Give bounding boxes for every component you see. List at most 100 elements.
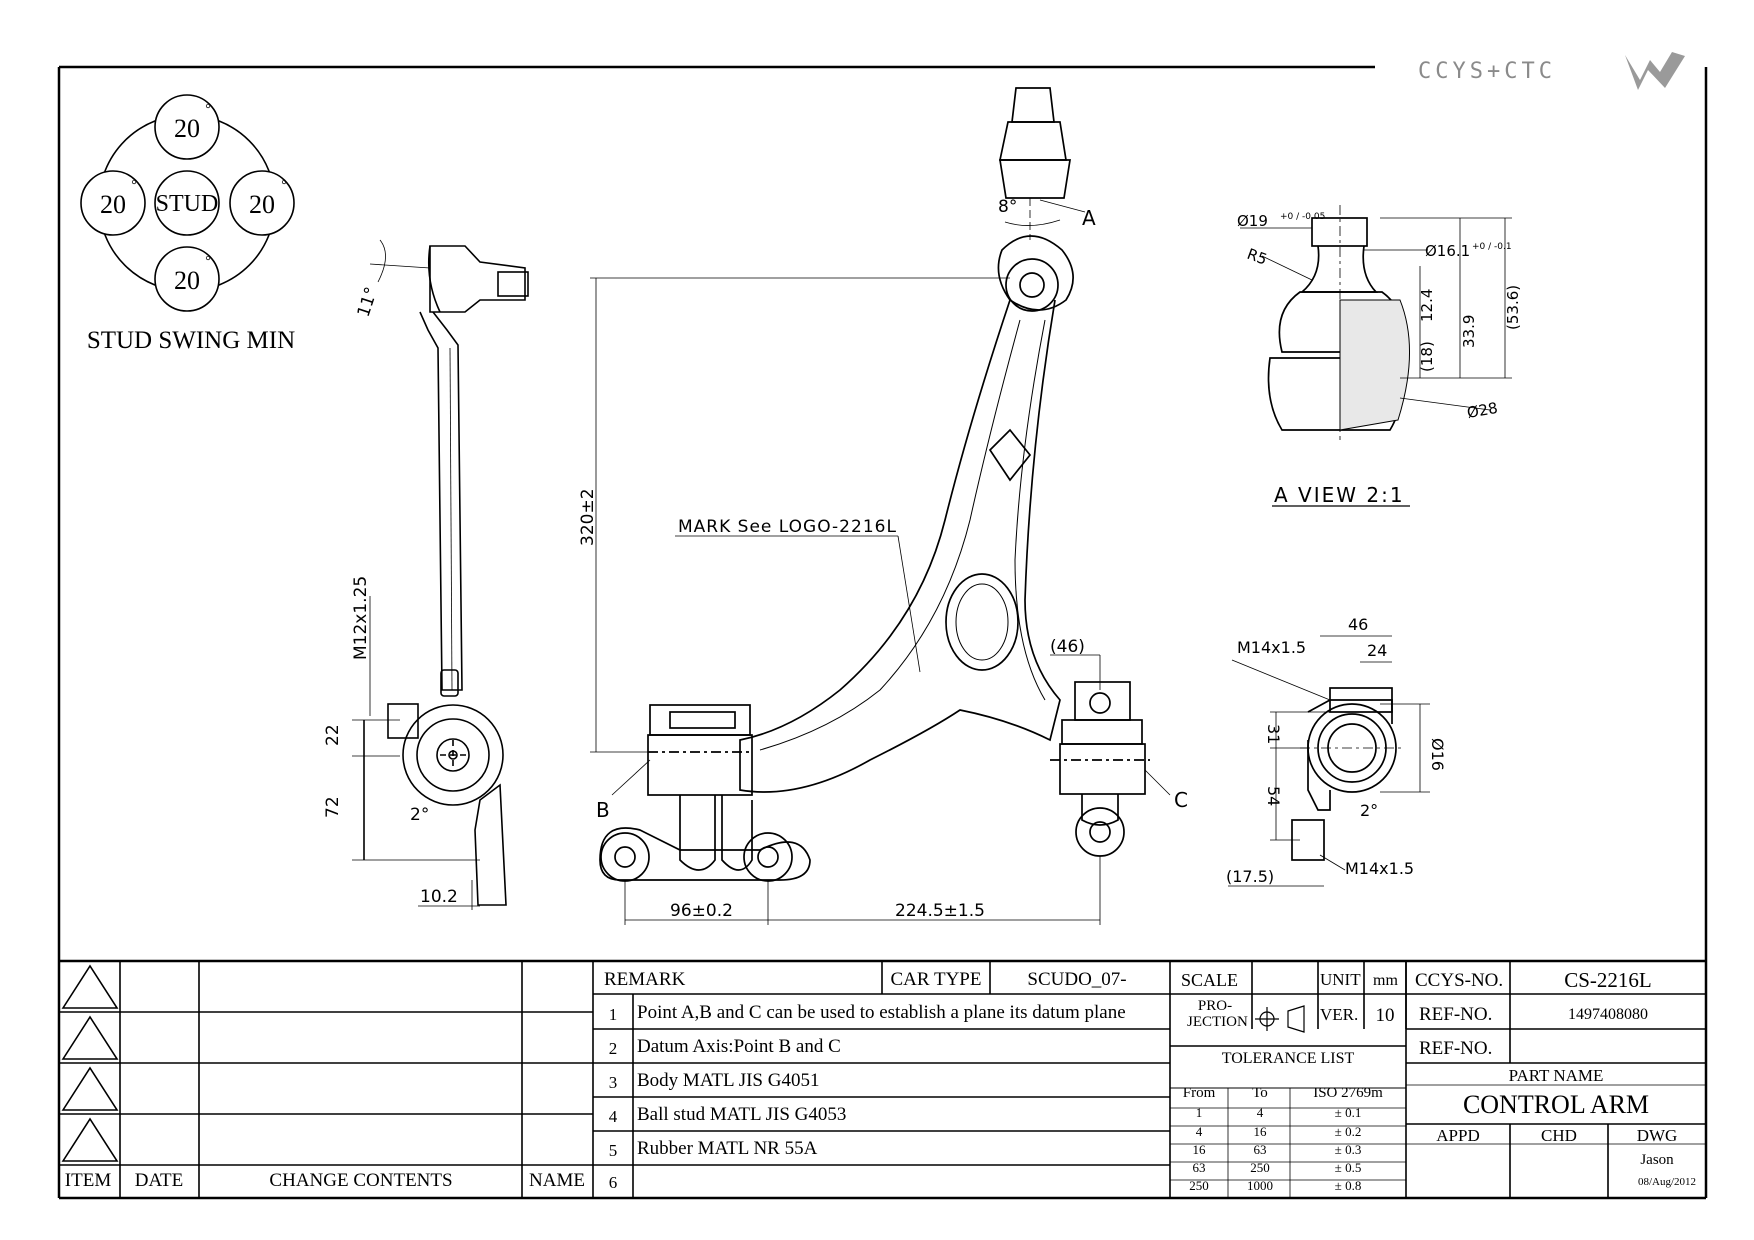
rev-header-name: NAME bbox=[529, 1170, 585, 1191]
side-dim-72: 72 bbox=[323, 796, 343, 818]
a-height-53-6: (53.6) bbox=[1504, 285, 1522, 330]
drawer-name: Jason bbox=[1640, 1152, 1674, 1168]
remark-text: Point A,B and C can be used to establish… bbox=[637, 1002, 1126, 1023]
a-view bbox=[1240, 205, 1512, 507]
point-c-label: C bbox=[1174, 788, 1188, 812]
tolerance-header-from: From bbox=[1182, 1085, 1216, 1101]
projection-icon bbox=[1255, 1005, 1305, 1033]
drawing-date: 08/Aug/2012 bbox=[1637, 1176, 1697, 1188]
a-dia-28: Ø28 bbox=[1466, 399, 1500, 422]
ver-value: 10 bbox=[1375, 1005, 1395, 1026]
swing-caption: STUD SWING MIN bbox=[87, 327, 295, 354]
tolerance-from: 250 bbox=[1189, 1178, 1209, 1193]
main-dim-96: 96±0.2 bbox=[670, 901, 733, 921]
tolerance-to: 250 bbox=[1250, 1160, 1270, 1175]
c-angle-2: 2° bbox=[1360, 801, 1378, 820]
side-dim-22: 22 bbox=[323, 724, 343, 746]
swing-right-degree: ° bbox=[281, 178, 287, 193]
dwg-label: DWG bbox=[1636, 1126, 1678, 1145]
remark-text: Datum Axis:Point B and C bbox=[637, 1036, 841, 1057]
swing-left-degree: ° bbox=[131, 178, 137, 193]
title-block: ITEM DATE CHANGE CONTENTS NAME REMARK CA… bbox=[59, 965, 1719, 1198]
swing-left-value: 20 bbox=[100, 190, 126, 219]
c-dim-24: 24 bbox=[1367, 641, 1387, 660]
swing-top-value: 20 bbox=[174, 114, 200, 143]
projection-label: PRO- JECTION bbox=[1187, 998, 1248, 1030]
unit-value: mm bbox=[1373, 972, 1398, 989]
side-angle-11: 11° bbox=[354, 285, 382, 320]
side-view bbox=[352, 239, 529, 910]
remark-number: 2 bbox=[608, 1039, 618, 1058]
part-name-label: PART NAME bbox=[1508, 1066, 1604, 1085]
logo-text: CCYS+CTC bbox=[1418, 59, 1556, 84]
tolerance-header-to: To bbox=[1252, 1085, 1268, 1101]
stud-swing-diagram bbox=[80, 94, 295, 312]
ver-label: VER. bbox=[1320, 1005, 1359, 1024]
unit-label: UNIT bbox=[1320, 970, 1361, 989]
tolerance-value: ± 0.1 bbox=[1334, 1105, 1362, 1120]
company-logo: CCYS+CTC bbox=[1418, 52, 1685, 90]
c-dim-46: 46 bbox=[1348, 615, 1368, 634]
c-thread-bottom: M14x1.5 bbox=[1345, 859, 1414, 878]
main-height-dim: 320±2 bbox=[578, 488, 598, 546]
tolerance-from: 63 bbox=[1192, 1160, 1206, 1175]
rev-header-item: ITEM bbox=[64, 1170, 112, 1191]
remark-number: 5 bbox=[608, 1141, 618, 1160]
part-name-value: CONTROL ARM bbox=[1462, 1090, 1650, 1119]
tolerance-from: 16 bbox=[1192, 1142, 1206, 1157]
side-dim-10-2: 10.2 bbox=[420, 887, 458, 907]
a-dia-16-1: Ø16.1 bbox=[1425, 242, 1470, 260]
swing-top-degree: ° bbox=[205, 102, 211, 117]
side-thread-label: M12x1.25 bbox=[351, 576, 371, 660]
a-height-12-4: 12.4 bbox=[1418, 289, 1436, 322]
remark-label: REMARK bbox=[604, 969, 686, 990]
main-dim-224: 224.5±1.5 bbox=[895, 901, 985, 921]
title-block-grid bbox=[59, 961, 1706, 1198]
tolerance-header-iso: ISO 2769m bbox=[1313, 1085, 1383, 1101]
swing-bottom-value: 20 bbox=[174, 266, 200, 295]
tolerance-to: 1000 bbox=[1247, 1178, 1273, 1193]
swing-right-value: 20 bbox=[249, 190, 275, 219]
mark-note: MARK See LOGO-2216L bbox=[678, 517, 897, 537]
side-angle-2: 2° bbox=[410, 805, 429, 825]
tolerance-to: 4 bbox=[1256, 1105, 1264, 1120]
tolerance-to: 63 bbox=[1253, 1142, 1267, 1157]
tolerance-title: TOLERANCE LIST bbox=[1221, 1050, 1355, 1067]
a-dia-19: Ø19 bbox=[1237, 212, 1268, 230]
scale-label: SCALE bbox=[1181, 970, 1239, 990]
c-dia-16: Ø16 bbox=[1428, 738, 1447, 771]
c-thread-top: M14x1.5 bbox=[1237, 638, 1306, 657]
a-view-title: A VIEW 2:1 bbox=[1274, 483, 1405, 507]
ref-no-value: 1497408080 bbox=[1568, 1006, 1648, 1023]
car-type-value: SCUDO_07- bbox=[1027, 969, 1127, 990]
a-height-18: (18) bbox=[1418, 341, 1436, 372]
point-a-label: A bbox=[1082, 206, 1096, 230]
remark-text: Body MATL JIS G4051 bbox=[637, 1070, 820, 1091]
ccys-no-value: CS-2216L bbox=[1564, 968, 1652, 992]
tolerance-value: ± 0.2 bbox=[1334, 1124, 1362, 1139]
rev-header-date: DATE bbox=[134, 1170, 184, 1191]
main-angle-8: 8° bbox=[998, 197, 1017, 217]
swing-center-label: STUD bbox=[156, 191, 219, 217]
car-type-label: CAR TYPE bbox=[890, 969, 982, 990]
a-dia-19-tol: +0 / -0.05 bbox=[1280, 212, 1325, 222]
tolerance-to: 16 bbox=[1253, 1124, 1267, 1139]
rev-header-change-contents: CHANGE CONTENTS bbox=[269, 1170, 453, 1191]
remark-text: Rubber MATL NR 55A bbox=[637, 1138, 818, 1159]
c-dim-31: 31 bbox=[1264, 724, 1283, 744]
ref-no-label: REF-NO. bbox=[1419, 1004, 1493, 1025]
appd-label: APPD bbox=[1436, 1126, 1480, 1145]
main-dim-46: (46) bbox=[1050, 637, 1085, 657]
ccys-no-label: CCYS-NO. bbox=[1415, 970, 1504, 991]
remark-number: 3 bbox=[608, 1073, 618, 1092]
swing-bottom-degree: ° bbox=[205, 254, 211, 269]
c-dim-17-5: (17.5) bbox=[1226, 867, 1274, 886]
c-view bbox=[1228, 635, 1430, 887]
tolerance-value: ± 0.8 bbox=[1334, 1178, 1362, 1193]
point-b-label: B bbox=[596, 798, 610, 822]
a-dia-16-1-tol: +0 / -0.1 bbox=[1472, 242, 1512, 252]
tolerance-value: ± 0.3 bbox=[1334, 1142, 1362, 1157]
logo-mark-icon bbox=[1625, 52, 1685, 90]
remark-number: 4 bbox=[608, 1107, 618, 1126]
